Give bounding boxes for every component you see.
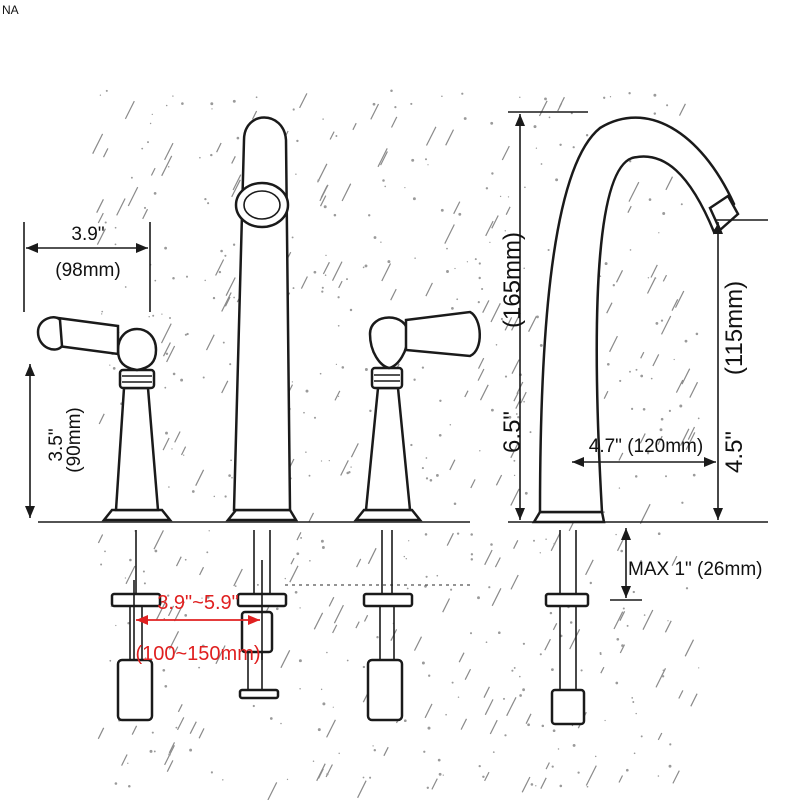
left-handle: [36, 316, 173, 522]
spread-mm-label: (100~150mm): [135, 643, 260, 665]
handle-width-label: 3.9": [71, 224, 104, 245]
outlet-height-mm-label: (115mm): [721, 281, 748, 375]
spread-dimension: 3.9"~5.9" (100~150mm): [133, 560, 263, 665]
right-handle: [353, 310, 481, 522]
side-view-spout: [531, 116, 740, 726]
under-deck-left-handle: [110, 530, 162, 722]
spout-height-dimension: 6.5" (165mm): [499, 111, 588, 520]
outlet-height-label: 4.5": [721, 431, 748, 473]
spout-height-label: 6.5": [499, 411, 526, 453]
spout-reach-label: 4.7" (120mm): [589, 436, 703, 457]
handle-height-label: 3.5": [46, 428, 67, 461]
spread-label: 3.9"~5.9": [157, 592, 238, 614]
max-deck-label: MAX 1" (26mm): [628, 559, 762, 580]
handle-width-mm-label: (98mm): [55, 260, 120, 281]
max-deck-dimension: MAX 1" (26mm): [610, 528, 762, 601]
corner-mark: NA: [2, 3, 19, 17]
spout-reach-dimension: 4.7" (120mm): [572, 436, 716, 467]
handle-height-mm-label: (90mm): [64, 407, 85, 472]
handle-height-dimension: 3.5" (90mm): [25, 364, 85, 518]
outlet-height-dimension: 4.5" (115mm): [713, 219, 768, 520]
spout-height-mm-label: (165mm): [499, 232, 526, 328]
under-deck-right-handle: [362, 530, 414, 722]
center-spout: [225, 116, 299, 522]
handle-width-dimension: 3.9" (98mm): [23, 222, 151, 312]
